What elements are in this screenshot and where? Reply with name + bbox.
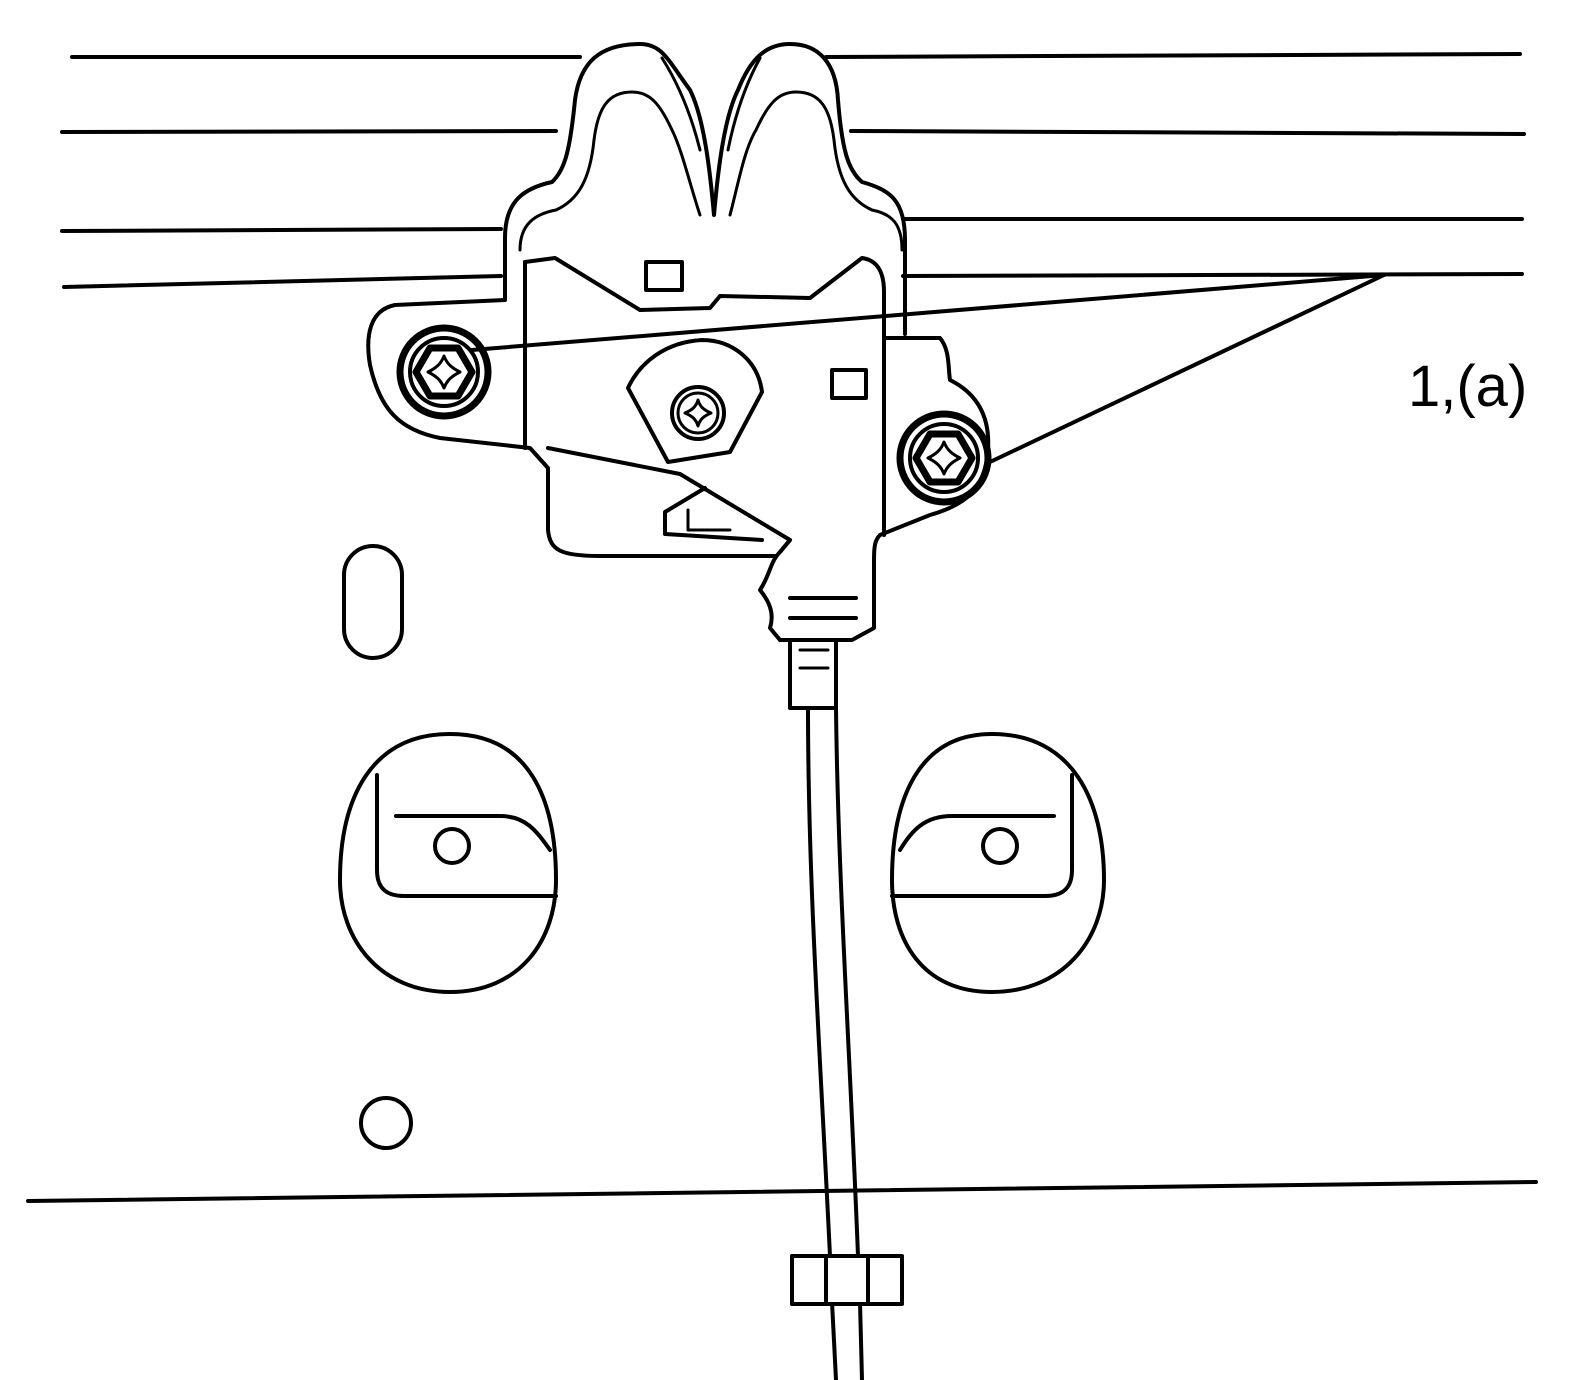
leader-line-top bbox=[470, 273, 1386, 352]
hex-bolt-icon bbox=[896, 410, 992, 506]
hex-bolt-icon bbox=[396, 324, 492, 420]
callout: 1,(a) bbox=[470, 273, 1527, 464]
phillips-screw-icon bbox=[670, 385, 726, 441]
leader-line-bottom bbox=[988, 273, 1386, 464]
panel-holes bbox=[342, 544, 413, 1150]
panel-lines bbox=[26, 52, 1538, 1203]
left-pad bbox=[338, 732, 558, 994]
callout-label: 1,(a) bbox=[1408, 354, 1527, 419]
latch-assembly bbox=[366, 42, 991, 710]
right-pad bbox=[890, 732, 1106, 994]
release-cable bbox=[790, 706, 904, 1380]
